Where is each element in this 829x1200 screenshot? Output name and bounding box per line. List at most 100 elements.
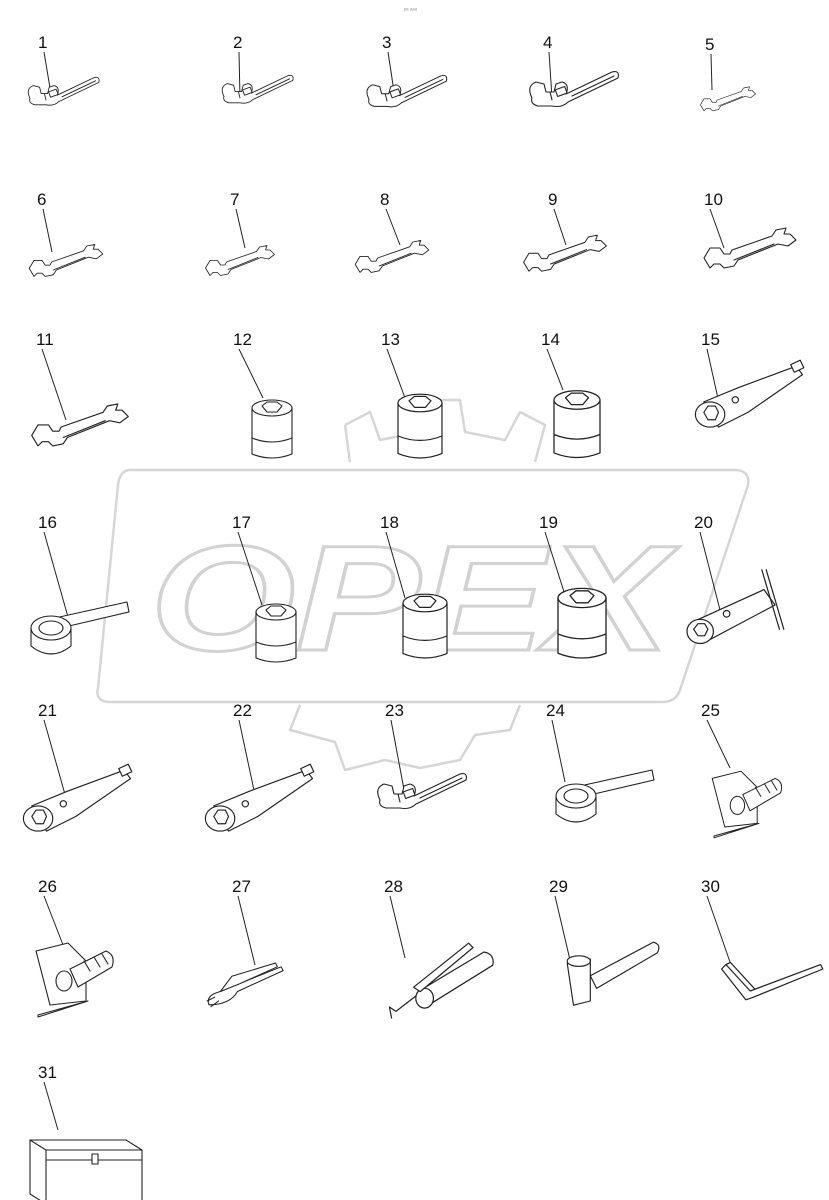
adjustable-wrench-icon (366, 74, 448, 108)
part-number-label: 14 (541, 330, 560, 349)
leader-line (706, 895, 731, 963)
leader-line (42, 208, 53, 253)
part-number-label: 26 (38, 877, 57, 896)
leader-line (699, 531, 721, 611)
part-callout: 21 (22, 701, 133, 832)
part-callout: 10 (703, 190, 797, 269)
part-number-label: 27 (232, 877, 251, 896)
part-number-label: 9 (548, 190, 557, 209)
part-callout: 22 (204, 701, 315, 832)
socket-icon (397, 393, 443, 459)
leader-line (554, 895, 571, 961)
part-callout: 5 (700, 35, 756, 112)
grease-gun-icon (388, 942, 494, 1019)
part-number-label: 21 (38, 701, 57, 720)
part-number-label: 19 (539, 513, 558, 532)
leader-line (43, 895, 66, 951)
leader-line (237, 895, 256, 966)
part-callout: 26 (35, 877, 114, 1018)
part-callout: 18 (380, 513, 448, 659)
pliers-icon (206, 962, 284, 1008)
screwdriver-icon (35, 942, 114, 1018)
part-callout: 29 (549, 877, 660, 1006)
socket-icon (553, 390, 601, 459)
part-callout: 17 (232, 513, 297, 663)
part-number-label: 16 (38, 513, 57, 532)
part-number-label: 6 (37, 190, 46, 209)
part-callout: 13 (381, 330, 443, 459)
leader-line (553, 208, 567, 246)
part-callout: 12 (233, 330, 293, 459)
socket-extension-icon (204, 763, 315, 832)
leader-line (237, 531, 263, 606)
leader-line (551, 719, 566, 783)
part-callout: 30 (701, 877, 824, 1001)
part-callout: 31 (29, 1063, 143, 1200)
part-number-label: 15 (701, 330, 720, 349)
header-mark: ᵖᵃ ᵃᵃᵃ (404, 8, 418, 14)
socket-icon (255, 603, 297, 663)
ring-spanner-icon (555, 769, 655, 823)
leader-line (710, 53, 713, 91)
part-number-label: 31 (38, 1063, 57, 1082)
screwdriver-icon (711, 770, 783, 839)
leader-line (43, 1081, 59, 1131)
part-number-label: 5 (705, 35, 714, 54)
part-number-label: 29 (549, 877, 568, 896)
part-number-label: 10 (704, 190, 723, 209)
adjustable-wrench-icon (27, 76, 100, 106)
leader-line (238, 51, 241, 99)
part-number-label: 17 (232, 513, 251, 532)
socket-extension-icon (22, 763, 133, 832)
part-callout: 3 (366, 33, 448, 108)
part-number-label: 18 (380, 513, 399, 532)
part-callout: 14 (541, 330, 601, 459)
leader-line (235, 208, 246, 249)
part-callout: 19 (539, 513, 607, 659)
leader-line (706, 348, 720, 404)
t-handle-socket-wrench-icon (686, 569, 785, 645)
socket-icon (251, 399, 293, 459)
part-callout: 6 (28, 190, 104, 277)
part-number-label: 25 (701, 701, 720, 720)
part-callout: 11 (31, 330, 129, 447)
leader-line (385, 531, 406, 599)
leader-line (385, 208, 401, 246)
leader-line (43, 719, 69, 806)
part-number-label: 13 (381, 330, 400, 349)
part-number-label: 8 (380, 190, 389, 209)
part-number-label: 4 (543, 33, 552, 52)
adjustable-wrench-icon (221, 74, 294, 104)
leader-line (706, 719, 731, 769)
open-end-wrench-icon (354, 239, 430, 273)
leader-line (43, 531, 69, 618)
part-callout: 9 (523, 190, 607, 272)
part-number-label: 20 (694, 513, 713, 532)
part-callout: 25 (701, 701, 783, 839)
leader-line (548, 51, 553, 99)
leader-line (709, 208, 725, 249)
tool-box-icon (29, 1139, 143, 1200)
socket-icon (402, 593, 448, 659)
ring-spanner-icon (30, 601, 130, 655)
part-callout: 7 (205, 190, 275, 276)
part-number-label: 7 (230, 190, 239, 209)
socket-icon (557, 587, 607, 659)
open-end-wrench-icon (31, 403, 129, 447)
leader-line (546, 348, 564, 391)
part-callout: 23 (377, 701, 467, 810)
part-callout: 8 (354, 190, 430, 273)
leader-line (389, 895, 406, 959)
part-number-label: 24 (546, 701, 565, 720)
hammer-icon (566, 941, 660, 1006)
part-number-label: 23 (385, 701, 404, 720)
part-number-label: 28 (384, 877, 403, 896)
open-end-wrench-icon (205, 245, 275, 276)
part-number-label: 11 (36, 330, 54, 349)
part-number-label: 22 (233, 701, 252, 720)
open-end-wrench-icon (700, 86, 756, 112)
leader-line (238, 719, 256, 796)
